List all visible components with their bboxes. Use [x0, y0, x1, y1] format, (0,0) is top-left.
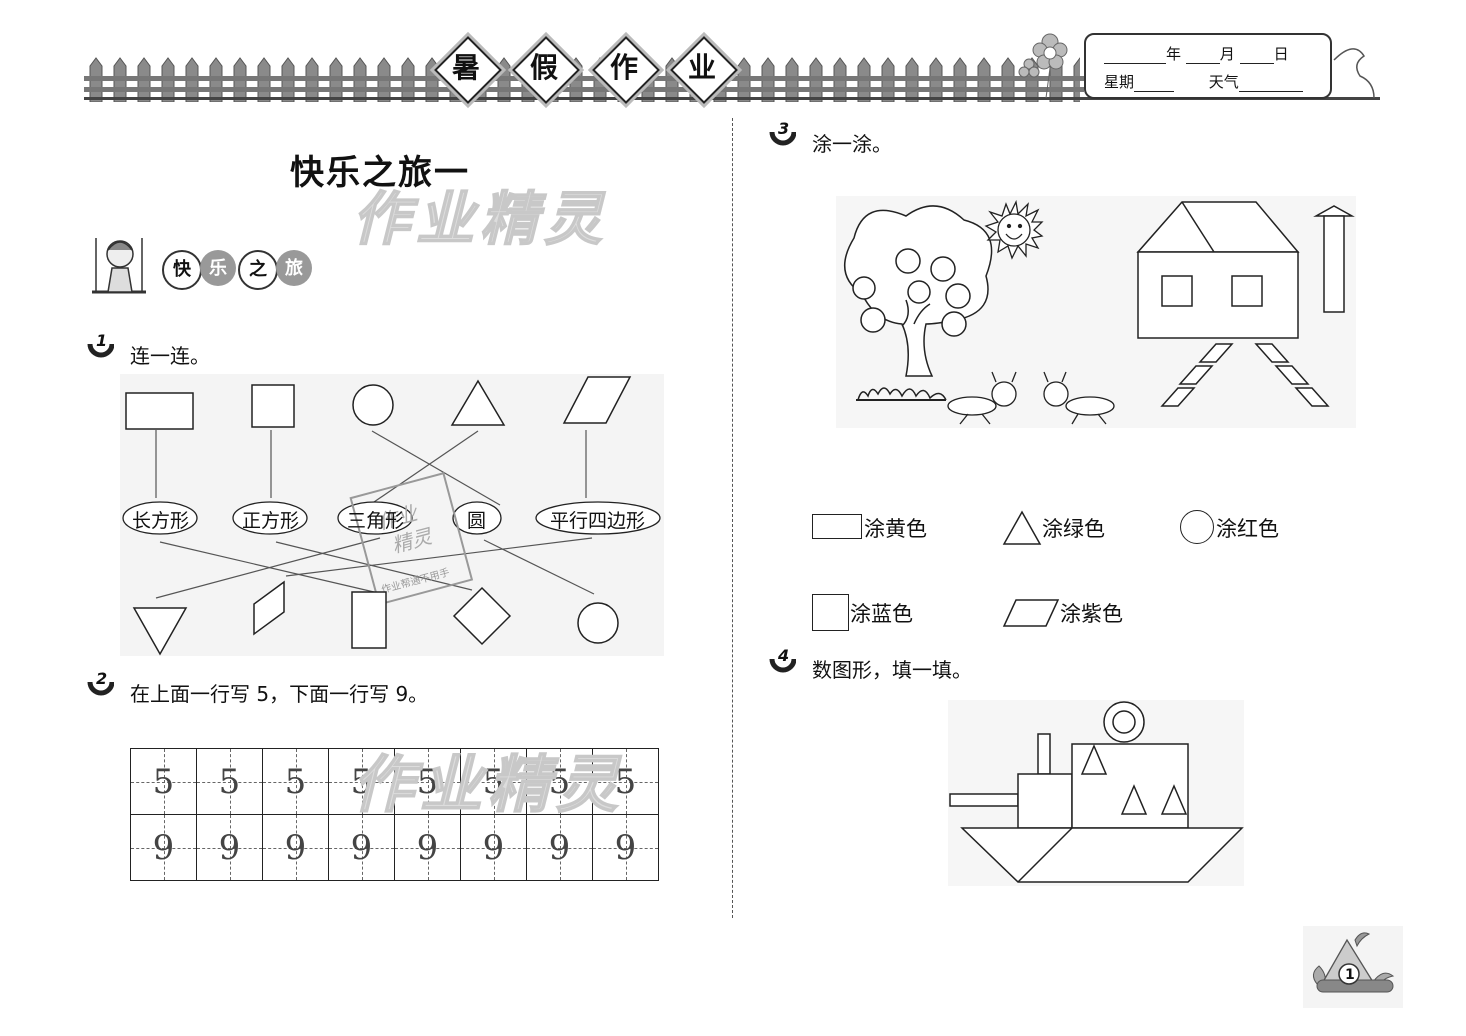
legend-circle-text: 涂红色 — [1216, 517, 1279, 541]
weekday-blank[interactable] — [1134, 77, 1175, 92]
weather-blank[interactable] — [1238, 77, 1303, 92]
fence-banner — [84, 20, 1380, 102]
q1-instruction: 连一连。 — [130, 344, 210, 368]
svg-text:4: 4 — [777, 646, 789, 665]
date-box: 年 月 日 星期 天气 — [1084, 33, 1332, 99]
svg-text:3: 3 — [778, 119, 789, 138]
title-char-2: 假 — [512, 36, 580, 104]
legend-triangle-icon — [1002, 510, 1042, 545]
legend-rectangle-text: 涂黄色 — [864, 517, 927, 541]
badge-char-3: 之 — [238, 250, 278, 290]
svg-text:2: 2 — [96, 669, 107, 688]
grid-cell[interactable]: 5 — [460, 748, 527, 815]
grid-cell[interactable]: 9 — [262, 814, 329, 881]
grid-cell[interactable]: 9 — [130, 814, 197, 881]
grid-cell[interactable]: 9 — [592, 814, 659, 881]
label-square: 正方形 — [242, 510, 300, 532]
svg-text:1: 1 — [96, 331, 107, 350]
grid-cell[interactable]: 5 — [526, 748, 593, 815]
legend-triangle-text: 涂绿色 — [1042, 517, 1105, 541]
ant-icon — [1043, 371, 1115, 425]
grid-cell[interactable]: 5 — [592, 748, 659, 815]
watermark-text: 作业精灵 — [351, 747, 625, 822]
legend-rectangle-icon — [812, 514, 862, 539]
q1-matching-area: 作业 精灵 作业帮通不用手 — [120, 374, 664, 656]
day-blank[interactable] — [1239, 49, 1274, 64]
label-rectangle: 长方形 — [132, 510, 190, 532]
ant-icon — [947, 371, 1017, 425]
top-rectangle — [125, 392, 194, 430]
badge-char-4: 旅 — [276, 250, 312, 286]
title-char-4: 业 — [670, 36, 738, 104]
badge-char-1: 快 — [162, 250, 202, 290]
grid-cell[interactable]: 9 — [196, 814, 263, 881]
question-number-4: 4 — [769, 646, 796, 673]
bottom-rectangle — [351, 591, 387, 649]
q3-coloring-picture — [836, 196, 1356, 428]
top-triangle — [450, 379, 506, 426]
grid-cell[interactable]: 5 — [262, 748, 329, 815]
grid-cell[interactable]: 5 — [196, 748, 263, 815]
grid-cell[interactable]: 5 — [328, 748, 395, 815]
section-badge — [92, 238, 146, 294]
legend-parallelogram-text: 涂紫色 — [1060, 602, 1123, 626]
house-icon — [1136, 201, 1355, 407]
grid-row-5: 5 5 5 5 5 5 5 5 — [130, 748, 659, 815]
flower-icon — [1018, 33, 1068, 99]
bottom-triangle — [132, 607, 188, 656]
q4-instruction: 数图形，填一填。 — [812, 658, 972, 682]
grid-cell[interactable]: 5 — [130, 748, 197, 815]
legend-parallelogram-icon — [1002, 599, 1060, 627]
label-triangle: 三角形 — [347, 510, 405, 532]
legend-square-text: 涂蓝色 — [850, 602, 913, 626]
legend-square-icon — [812, 594, 849, 631]
q4-ship-figure — [948, 700, 1244, 886]
badge-char-2: 乐 — [200, 250, 236, 286]
swing-girl-icon — [92, 238, 146, 294]
grid-cell[interactable]: 9 — [328, 814, 395, 881]
bottom-diamond-square — [452, 586, 512, 646]
month-blank[interactable] — [1185, 49, 1220, 64]
label-circle: 圆 — [467, 510, 487, 532]
page-title: 快乐之旅一 — [290, 153, 470, 193]
top-parallelogram — [562, 376, 632, 424]
watermark-text: 作业精灵 — [351, 184, 609, 254]
legend-circle-icon — [1180, 510, 1214, 544]
grid-cell[interactable]: 5 — [394, 748, 461, 815]
grid-cell[interactable]: 9 — [460, 814, 527, 881]
top-circle — [352, 384, 394, 426]
column-divider — [732, 118, 733, 918]
title-char-1: 暑 — [434, 36, 502, 104]
sun-icon — [984, 199, 1044, 260]
grid-cell[interactable]: 9 — [394, 814, 461, 881]
grid-cell[interactable]: 9 — [526, 814, 593, 881]
tree-icon — [843, 205, 993, 401]
bottom-parallelogram — [253, 580, 285, 636]
year-blank[interactable] — [1104, 49, 1166, 64]
svg-text:1: 1 — [1345, 967, 1355, 983]
title-char-3: 作 — [592, 36, 660, 104]
label-parallelogram: 平行四边形 — [550, 510, 646, 532]
top-square — [251, 384, 295, 428]
question-number-1: 1 — [87, 331, 114, 358]
q2-instruction: 在上面一行写 5，下面一行写 9。 — [130, 682, 429, 706]
q3-instruction: 涂一涂。 — [812, 132, 892, 156]
vine-icon — [1333, 48, 1375, 99]
question-number-2: 2 — [87, 669, 114, 696]
writing-grid: 5 5 5 5 5 5 5 5 9 9 9 9 9 9 9 9 — [130, 748, 659, 881]
bottom-circle — [577, 602, 619, 644]
page-number-badge: 1 — [1303, 926, 1403, 1008]
question-number-3: 3 — [769, 119, 796, 146]
grid-row-9: 9 9 9 9 9 9 9 9 — [130, 814, 659, 881]
